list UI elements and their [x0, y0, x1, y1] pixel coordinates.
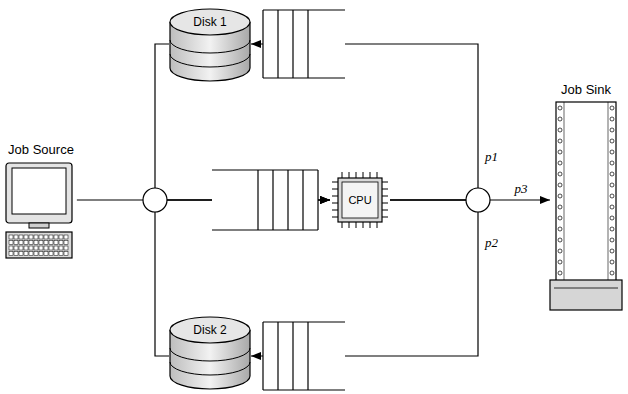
split-junction	[466, 188, 490, 212]
disk-node: Disk 2	[169, 316, 251, 390]
job-sink-node: Job Sink	[550, 80, 622, 312]
disk1-queue	[263, 10, 345, 78]
job-source-node: Job Source	[5, 140, 77, 260]
cpu-queue	[212, 170, 318, 230]
node-label: CPU	[330, 170, 390, 208]
merge-junction	[143, 188, 167, 212]
branch-probability: p1	[484, 150, 499, 164]
branch-probability: p2	[484, 236, 499, 250]
node-label: Job Sink	[550, 80, 622, 98]
sink-icon	[550, 102, 622, 312]
branch-probability: p3	[514, 182, 529, 196]
node-label: Disk 2	[169, 316, 251, 338]
source-icon	[5, 162, 77, 260]
cpu-node: CPU	[330, 170, 390, 230]
node-label: Disk 1	[169, 8, 251, 30]
disk-node: Disk 1	[169, 8, 251, 82]
node-label: Job Source	[5, 140, 77, 158]
disk2-queue	[263, 322, 345, 390]
